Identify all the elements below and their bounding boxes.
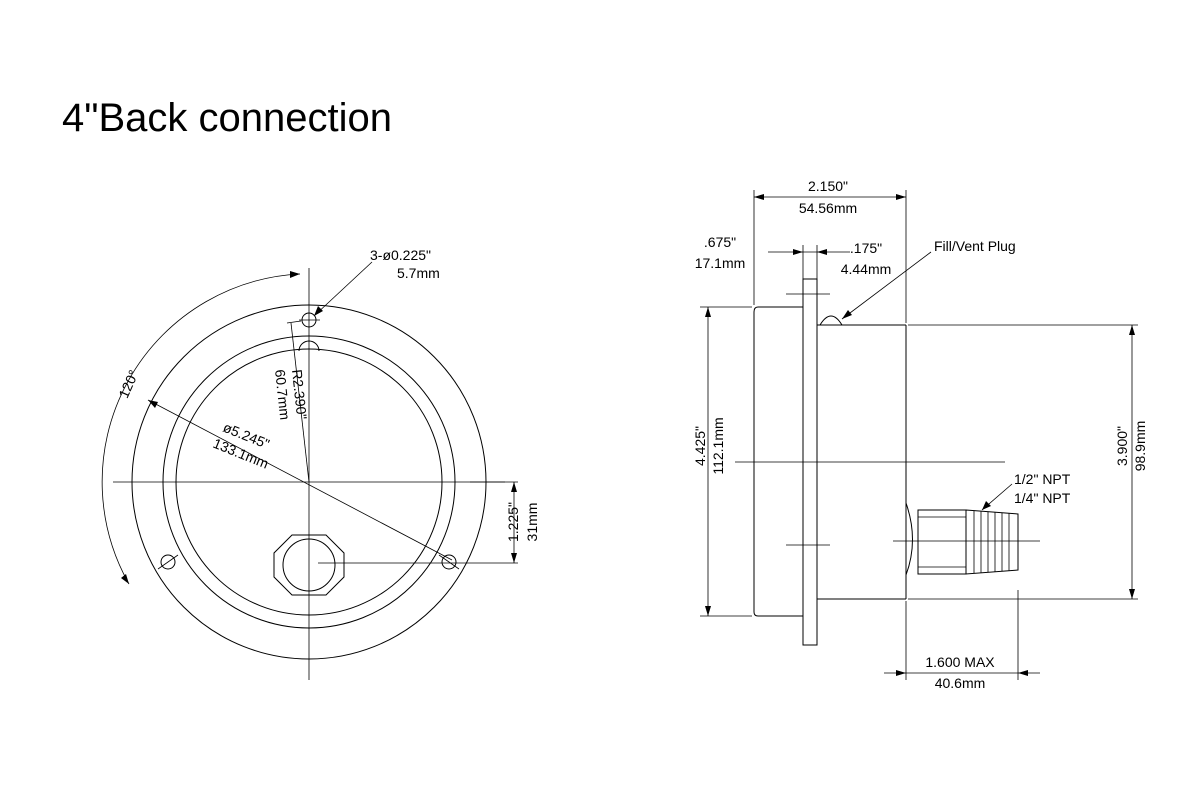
- depth-arrow-left: [754, 194, 764, 200]
- socket-octagon: [273, 534, 345, 596]
- fill-plug-leader: [841, 251, 932, 320]
- offset-line1: 1.225": [505, 502, 521, 542]
- bezel-circle: [162, 335, 456, 629]
- radius-tick: [286, 320, 302, 324]
- angle-label: 120°: [115, 367, 141, 400]
- socket-circle: [282, 538, 336, 592]
- mount-hole-right-cross: [438, 554, 460, 570]
- flange-height-arrow-top: [705, 307, 711, 317]
- fill-plug-arrow: [842, 310, 852, 319]
- radius-line1: R2.390": [289, 369, 310, 421]
- mount-hole-line2: 5.7mm: [397, 265, 440, 281]
- angle-arrow-top: [290, 271, 300, 278]
- depth-line2: 54.56mm: [799, 200, 857, 216]
- socket-length-arrow-left: [896, 670, 906, 676]
- mount-hole-right: [441, 554, 457, 570]
- connection-arrow: [982, 501, 991, 510]
- case-notch: [298, 340, 320, 352]
- case-height-line1: 3.900": [1114, 426, 1130, 466]
- back-dome: [905, 502, 913, 576]
- fill-plug-label: Fill/Vent Plug: [934, 238, 1016, 254]
- mount-hole-leader: [313, 261, 373, 317]
- connection-line2: 1/4" NPT: [1014, 490, 1071, 506]
- flange-depth-line1: .675": [704, 234, 736, 250]
- front-view: 120° 3-ø0.225" 5.7mm R2.390" 60.7mm ø5.2…: [101, 247, 540, 680]
- fill-plug: [819, 315, 843, 326]
- socket-length-line1: 1.600 MAX: [925, 654, 995, 670]
- depth-line1: 2.150": [808, 178, 848, 194]
- flange-depth-line2: 17.1mm: [695, 255, 746, 271]
- depth-arrow-right: [896, 194, 906, 200]
- offset-line2: 31mm: [524, 503, 540, 542]
- offset-arrow-bottom: [511, 553, 517, 563]
- case-height-arrow-top: [1129, 325, 1135, 335]
- socket-hex: [917, 509, 967, 575]
- bezel-profile: [753, 306, 803, 617]
- page-title: 4"Back connection: [62, 96, 392, 140]
- radius-line2: 60.7mm: [272, 369, 293, 421]
- socket-length-arrow-right: [1018, 670, 1028, 676]
- socket-thread-body: [965, 509, 1019, 575]
- angle-arc: [101, 273, 301, 585]
- diameter-line: [147, 399, 453, 561]
- socket-threads: [973, 511, 1010, 573]
- side-view: 2.150" 54.56mm .675" 17.1mm .175" 4.44mm…: [692, 178, 1148, 691]
- case-height-arrow-bottom: [1129, 589, 1135, 599]
- flange-thickness-line1: .175": [850, 240, 882, 256]
- flange-arrow-left: [793, 249, 803, 255]
- mount-hole-left-cross: [157, 554, 179, 570]
- case-height-line2: 98.9mm: [1132, 421, 1148, 472]
- flange-height-arrow-bottom: [705, 606, 711, 616]
- connection-line1: 1/2" NPT: [1014, 471, 1071, 487]
- flange-thickness-line2: 4.44mm: [841, 261, 892, 277]
- case-circle: [175, 348, 443, 616]
- socket-length-line2: 40.6mm: [935, 675, 986, 691]
- flange-arrow-right: [817, 249, 827, 255]
- mount-hole-arrow: [314, 306, 323, 316]
- mount-hole-left: [160, 554, 176, 570]
- angle-arrow-bottom: [121, 574, 129, 584]
- radius-line: [290, 322, 310, 483]
- flange-height-line1: 4.425": [692, 426, 708, 466]
- diameter-arrow: [148, 400, 158, 408]
- mount-hole-line1: 3-ø0.225": [370, 247, 431, 263]
- offset-arrow-top: [511, 482, 517, 492]
- flange-height-line2: 112.1mm: [710, 417, 726, 474]
